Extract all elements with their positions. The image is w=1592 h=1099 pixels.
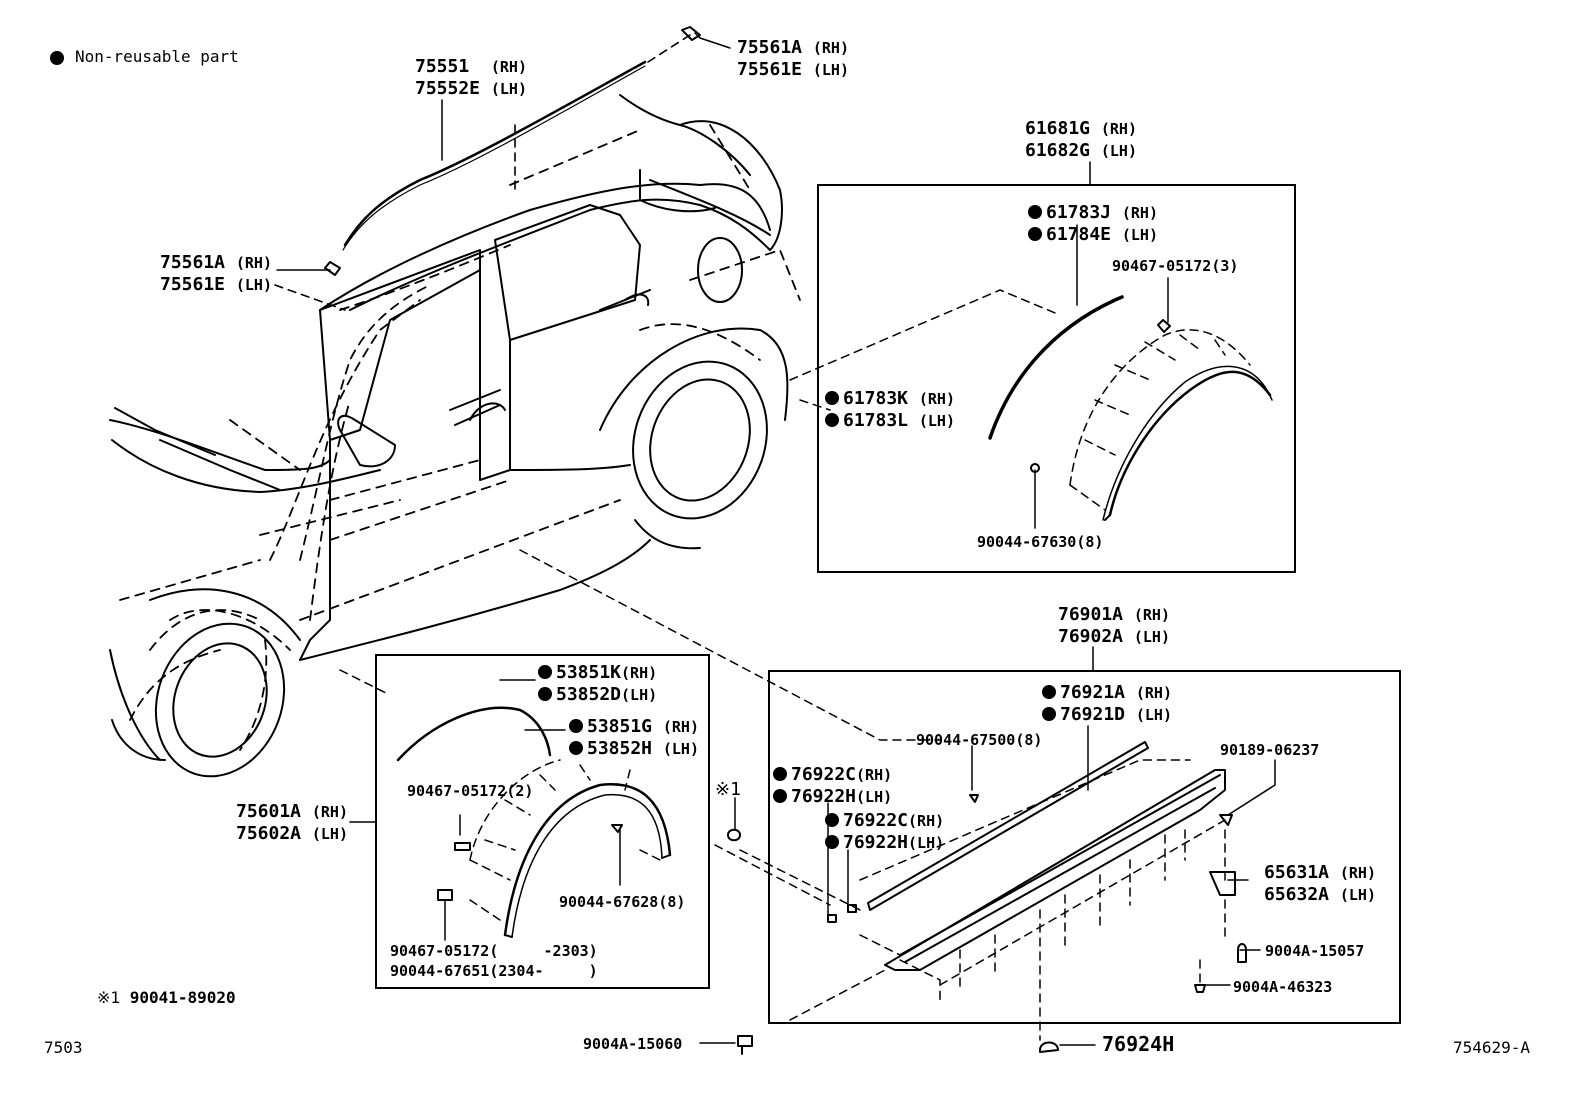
label-75601a: 75601A (RH) 75602A (LH) [236, 801, 348, 844]
non-reusable-dot [773, 789, 787, 803]
non-reusable-dot [569, 719, 583, 733]
label-76901a: 76901A (RH) 76902A (LH) [1058, 604, 1170, 647]
front-wheel-arch-molding [396, 706, 741, 938]
label-61681g: 61681G (RH) 61682G (LH) [1025, 118, 1137, 161]
label-9004a-15057: 9004A-15057 [1265, 942, 1365, 960]
label-75551: 75551 (RH) 75552E (LH) [415, 56, 527, 99]
label-90467-range: 90467-05172( -2303) [390, 942, 598, 960]
vehicle-outline [109, 94, 789, 778]
non-reusable-dot [1028, 205, 1042, 219]
rocker-detail-box [768, 670, 1401, 1024]
non-reusable-dot [825, 391, 839, 405]
label-75561a-left: 75561A (RH) 75561E (LH) [160, 252, 272, 295]
non-reusable-dot [825, 835, 839, 849]
label-90467-2: 90467-05172(2) [407, 782, 534, 800]
non-reusable-dot [538, 665, 552, 679]
label-76922c-a: 76922C(RH) 76922H(LH) [773, 764, 892, 808]
vehicle-dashed-lines [119, 124, 801, 751]
label-76921a: 76921A (RH) 76921D (LH) [1042, 682, 1172, 726]
non-reusable-dot [825, 413, 839, 427]
label-90044-67630: 90044-67630(8) [977, 533, 1104, 551]
legend-text: Non-reusable part [75, 47, 239, 66]
non-reusable-dot [825, 813, 839, 827]
label-53851k: 53851K(RH) 53852D(LH) [538, 662, 657, 706]
label-61783k: 61783K (RH) 61783L (LH) [825, 388, 955, 432]
label-76924h: 76924H [1102, 1032, 1175, 1056]
label-90189: 90189-06237 [1220, 741, 1320, 759]
label-65631a: 65631A (RH) 65632A (LH) [1264, 862, 1376, 905]
front-arch-dashed [339, 669, 831, 921]
non-reusable-dot [538, 687, 552, 701]
non-reusable-dot [1028, 227, 1042, 241]
arch-box-dashed [789, 289, 1251, 511]
label-9004a-15060: 9004A-15060 [583, 1035, 683, 1053]
front-arch-detail-box [375, 654, 710, 989]
rear-wheel-arch-molding [988, 295, 1273, 521]
label-76922c-b: 76922C(RH) 76922H(LH) [825, 810, 944, 854]
label-90467-3: 90467-05172(3) [1112, 257, 1239, 275]
non-reusable-dot [569, 741, 583, 755]
wheel-arch-detail-box [817, 184, 1296, 573]
label-90044-67500: 90044-67500(8) [916, 731, 1043, 749]
corner-left-code: 7503 [44, 1038, 83, 1057]
non-reusable-dot [773, 767, 787, 781]
non-reusable-dot [1042, 707, 1056, 721]
footnote: ※1 90041-89020 [97, 988, 236, 1007]
label-75561a-top: 75561A (RH) 75561E (LH) [737, 37, 849, 80]
label-90044-67651: 90044-67651(2304- ) [390, 962, 598, 980]
non-reusable-legend-dot [50, 51, 64, 65]
label-61783j: 61783J (RH) 61784E (LH) [1028, 202, 1158, 246]
corner-right-code: 754629-A [1453, 1038, 1531, 1057]
label-90044-67628: 90044-67628(8) [559, 893, 686, 911]
rocker-box-dashed [519, 549, 1226, 1041]
label-9004a-46323: 9004A-46323 [1233, 978, 1333, 996]
label-ref1: ※1 [715, 779, 741, 800]
label-53851g: 53851G (RH) 53852H (LH) [569, 716, 699, 760]
roof-leader-dashed [274, 34, 691, 311]
non-reusable-dot [1042, 685, 1056, 699]
